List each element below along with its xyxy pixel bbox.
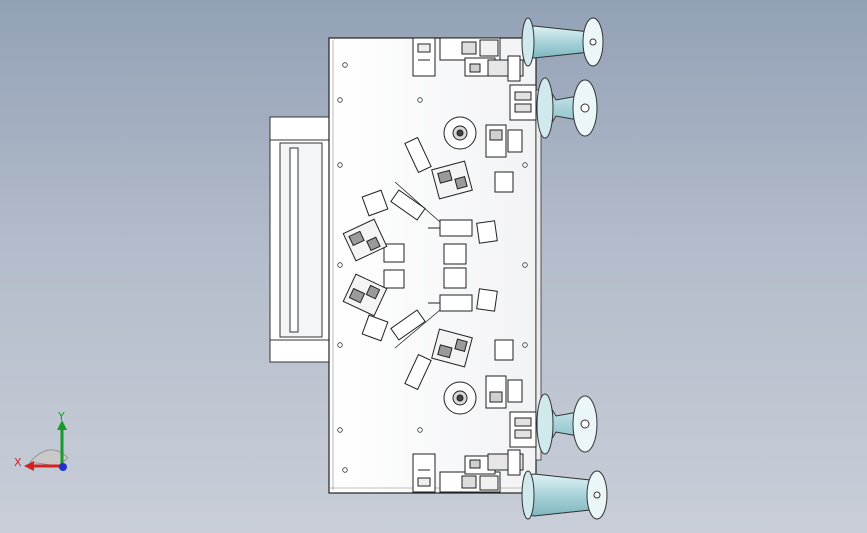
top-wheel-upper — [521, 17, 604, 67]
locating-blocks — [361, 124, 523, 409]
top-wheel-lower — [536, 77, 598, 139]
handle-frame — [269, 116, 331, 363]
z-axis-dot — [59, 463, 67, 471]
bottom-wheel-lower — [521, 470, 608, 520]
x-axis-arrowhead — [24, 461, 34, 471]
bottom-wheel-upper — [536, 393, 598, 455]
right-guide-blocks — [509, 84, 537, 448]
y-axis-label: Y — [58, 410, 65, 423]
clamp-blocks — [342, 160, 473, 368]
top-clamp-assembly — [412, 37, 524, 82]
slide-cylinders — [390, 136, 473, 391]
mounting-holes — [337, 62, 528, 473]
y-axis-arrowhead — [57, 420, 67, 430]
coordinate-triad: X Y — [10, 410, 80, 480]
bottom-clamp-assembly — [412, 449, 524, 493]
base-plate — [328, 37, 542, 494]
round-bosses — [443, 116, 477, 415]
triad-plane-shade — [29, 449, 69, 467]
x-axis-label: X — [14, 456, 22, 469]
